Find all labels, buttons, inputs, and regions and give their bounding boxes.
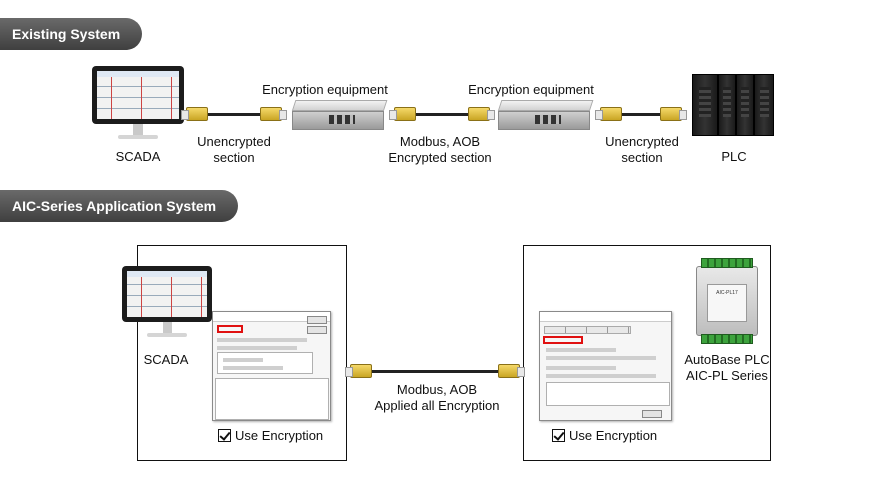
scada-label: SCADA	[115, 149, 161, 164]
scada-settings-dialog	[212, 311, 331, 421]
encryption-device-icon	[498, 100, 594, 130]
scada-monitor-icon	[92, 66, 184, 144]
plc-label: PLC	[721, 149, 747, 164]
ethernet-cable-icon	[181, 107, 287, 121]
ethernet-cable-icon	[345, 364, 525, 378]
scada-monitor-icon	[122, 266, 212, 342]
section-existing-system: Existing System	[0, 18, 143, 50]
encryption-device-icon	[292, 100, 388, 130]
scada-label-aic: SCADA	[143, 352, 189, 367]
checkbox-checked-icon	[552, 429, 565, 442]
plc-rack-icon	[692, 74, 774, 136]
ethernet-cable-icon	[389, 107, 495, 121]
encryption-equipment-label-right: Encryption equipment	[468, 82, 594, 97]
use-encryption-checkbox-right[interactable]: Use Encryption	[552, 428, 657, 443]
use-encryption-checkbox-left[interactable]: Use Encryption	[218, 428, 323, 443]
encryption-equipment-label-left: Encryption equipment	[262, 82, 388, 97]
plc-settings-dialog	[539, 311, 672, 421]
aic-plc-icon: AIC-PL17	[696, 258, 758, 344]
ethernet-cable-icon	[595, 107, 687, 121]
section-aic-system: AIC-Series Application System	[0, 190, 239, 222]
checkbox-checked-icon	[218, 429, 231, 442]
